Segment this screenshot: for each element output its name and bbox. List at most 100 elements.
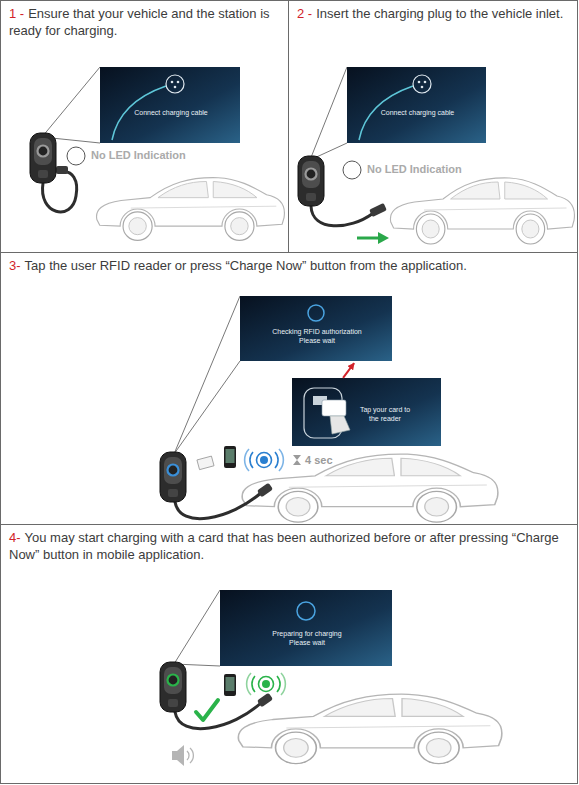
- step-panel: 1 -Ensure that your vehicle and the stat…: [0, 0, 289, 253]
- screen-message: Checking RFID authorization: [241, 327, 393, 336]
- step-heading: 4-You may start charging with a card tha…: [1, 525, 577, 563]
- signal-waves: [262, 680, 270, 688]
- rfid-card-and-phone: [197, 456, 214, 470]
- step-instruction: Ensure that your vehicle and the station…: [9, 6, 270, 38]
- screen-message: Connect charging cable: [101, 108, 241, 117]
- step-panel: 4-You may start charging with a card tha…: [0, 524, 578, 784]
- flow-arrow: [343, 363, 354, 378]
- rfid-card-and-phone: [224, 674, 236, 696]
- screen-display: Tap your card to the reader: [293, 379, 442, 447]
- leader-line: [174, 361, 240, 454]
- check-mark: [196, 700, 218, 720]
- screen-background: [100, 67, 240, 143]
- screen-display: Checking RFID authorizationPlease wait: [241, 297, 393, 362]
- direction-arrow: [357, 232, 389, 244]
- signal-waves: [259, 677, 274, 692]
- charging-cable: [175, 702, 262, 729]
- direction-arrow: [378, 232, 389, 244]
- signal-waves: [257, 453, 272, 468]
- signal-waves: [281, 673, 285, 695]
- screen-text-area: Checking RFID authorizationPlease wait: [241, 297, 393, 346]
- screen-text-area: Preparing for chargingPlease wait: [221, 591, 393, 648]
- screen-background: [220, 590, 392, 666]
- signal-waves: [245, 449, 249, 471]
- signal-waves: [277, 676, 280, 692]
- charging-plug: [56, 166, 68, 174]
- charging-cable: [175, 492, 262, 519]
- step-panel: 3- Tap the user RFID reader or press “Cha…: [0, 252, 578, 525]
- charging-station: [160, 662, 186, 712]
- led-status-label: No LED Indication: [91, 149, 186, 161]
- signal-waves: [279, 449, 283, 471]
- charging-plug: [369, 203, 387, 217]
- hourglass-icon: [293, 460, 301, 465]
- screen-message: Tap your card to the reader: [359, 405, 411, 424]
- screen-display: Connect charging cable: [101, 68, 241, 144]
- rfid-card-and-phone: [197, 446, 236, 696]
- charging-station: [160, 452, 186, 502]
- signal-waves: [247, 673, 251, 695]
- screen-icon: [297, 602, 315, 620]
- screen-text-area: Connect charging cable: [101, 68, 241, 117]
- leader-line: [174, 590, 220, 664]
- screen-background: [292, 378, 441, 446]
- charging-plug: [257, 483, 273, 498]
- screen-message: Please wait: [241, 336, 393, 345]
- step-heading: 1 -Ensure that your vehicle and the stat…: [1, 1, 288, 39]
- speaker-icon: [172, 745, 193, 766]
- screen-icon: [322, 400, 346, 416]
- step-panel: 2 - Insert the charging plug to the vehic…: [288, 0, 578, 253]
- screen-message: Preparing for charging: [221, 629, 393, 638]
- car-outline: [242, 454, 498, 522]
- screen-message: Connect charging cable: [348, 108, 487, 117]
- signal-waves: [275, 452, 278, 468]
- screen-icon: [330, 416, 350, 434]
- step-number: 4-: [9, 530, 21, 545]
- direction-arrow: [357, 237, 380, 240]
- step-number: 2 -: [297, 6, 312, 21]
- step-number: 3-: [9, 258, 21, 273]
- step-heading: 3- Tap the user RFID reader or press “Cha…: [1, 253, 577, 275]
- screen-text-area: Connect charging cable: [348, 68, 487, 117]
- charging-plug: [56, 166, 387, 707]
- rfid-card-and-phone: [224, 446, 236, 468]
- screen-display: Preparing for chargingPlease wait: [221, 591, 393, 667]
- check-mark: [196, 700, 218, 720]
- charging-plug: [257, 693, 273, 708]
- screen-icon: [308, 305, 324, 321]
- led-indicator: [67, 147, 85, 165]
- step-heading: 2 - Insert the charging plug to the vehic…: [289, 1, 577, 23]
- charging-station: [30, 133, 56, 183]
- screen-text-area: Tap your card to the reader: [359, 379, 411, 424]
- screen-background: [347, 67, 486, 143]
- speaker-icon: [177, 745, 184, 766]
- led-status-label: No LED Indication: [367, 163, 462, 175]
- leader-line: [42, 67, 100, 137]
- signal-waves: [245, 449, 286, 695]
- leader-line: [174, 296, 240, 454]
- charging-cable: [311, 206, 372, 226]
- speaker-icon: [172, 751, 177, 760]
- timer-label: 4 sec: [305, 454, 333, 466]
- leader-line: [42, 67, 347, 666]
- step-instruction: Tap the user RFID reader or press “Charg…: [25, 258, 467, 273]
- screen-icon: [413, 75, 431, 93]
- signal-waves: [252, 676, 255, 692]
- led-indicator: [67, 147, 361, 179]
- charging-station: [30, 133, 324, 712]
- car-outline: [390, 178, 574, 244]
- car-outline: [238, 694, 501, 763]
- signal-waves: [250, 452, 253, 468]
- led-indicator: [343, 161, 361, 179]
- speaker-icon: [190, 748, 193, 763]
- signal-waves: [260, 456, 268, 464]
- hourglass-icon: [293, 455, 301, 465]
- charging-station: [298, 156, 324, 206]
- car-outline: [97, 178, 285, 241]
- screen-icon: [166, 75, 184, 93]
- screen-message: Please wait: [221, 638, 393, 647]
- step-instruction: Insert the charging plug to the vehicle …: [316, 6, 563, 21]
